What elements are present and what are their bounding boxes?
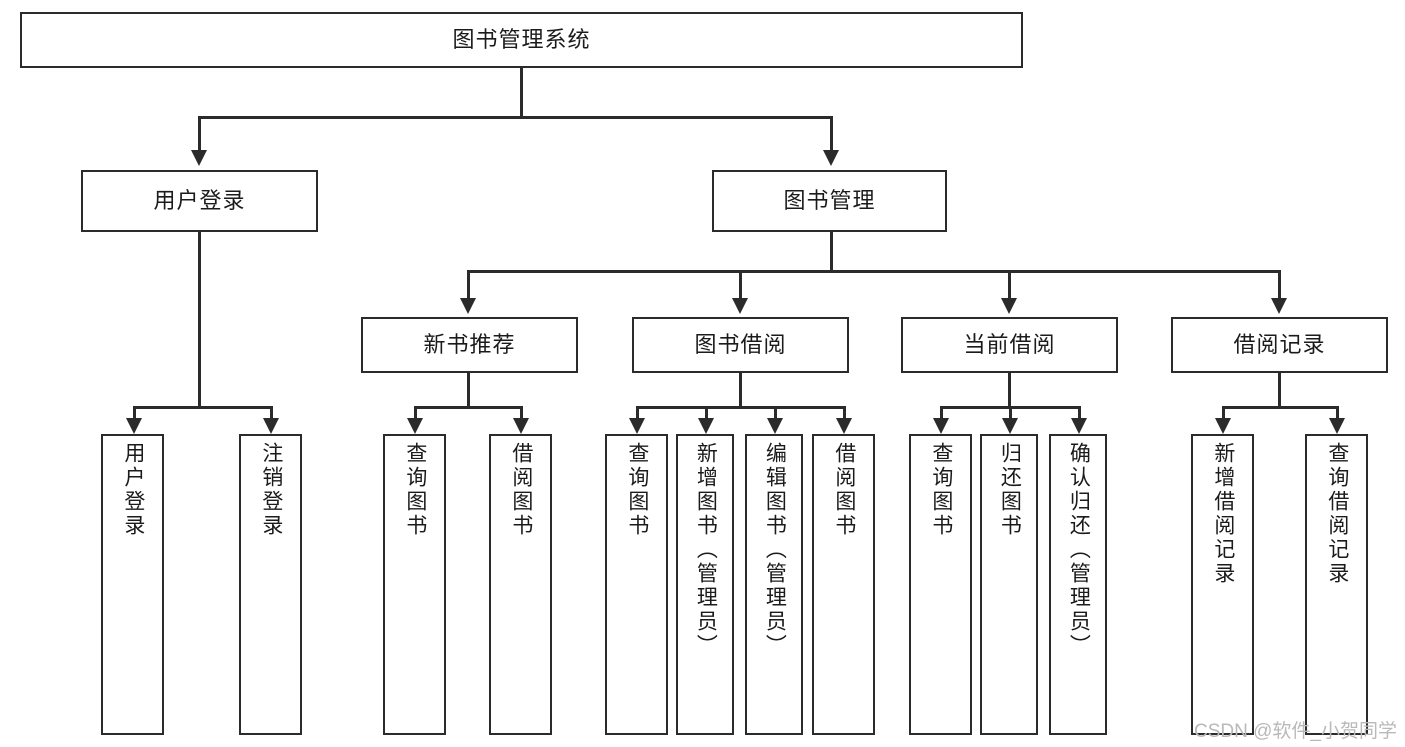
node-book-management[interactable]: 图书管理 — [712, 170, 947, 232]
arrow-br-leaf2 — [1329, 418, 1345, 434]
edge-book-borrow-bus — [636, 406, 845, 409]
node-label: 借阅记录 — [1233, 332, 1326, 358]
node-label: 图书管理 — [783, 188, 876, 214]
node-label: 新增借阅记录 — [1211, 442, 1235, 586]
arrow-cb-leaf2 — [1002, 418, 1018, 434]
arrow-to-book-management — [823, 150, 839, 166]
node-label: 图书借阅 — [694, 332, 787, 358]
leaf-query-book-3[interactable]: 查询图书 — [909, 434, 972, 735]
leaf-borrow-book-1[interactable]: 借阅图书 — [489, 434, 552, 735]
watermark-text: CSDN @软件_小贺同学 — [1194, 721, 1397, 742]
leaf-return-book[interactable]: 归还图书 — [980, 434, 1038, 735]
leaf-user-login[interactable]: 用户登录 — [101, 434, 164, 735]
node-current-borrow[interactable]: 当前借阅 — [901, 317, 1118, 373]
edge-user-login-stem — [198, 232, 201, 406]
edge-book-borrow-stem — [739, 373, 742, 406]
node-label: 借阅图书 — [832, 442, 856, 538]
edge-br-leaf1 — [1222, 406, 1225, 420]
edge-current-borrow-stem — [1008, 373, 1011, 406]
edge-user-login-bus — [133, 406, 270, 409]
edge-nbr-leaf2 — [520, 406, 523, 420]
edge-user-login-leaf1 — [133, 406, 136, 420]
edge-new-book-recommend-stem — [467, 373, 470, 406]
edge-user-login-leaf2 — [270, 406, 273, 420]
node-label: 当前借阅 — [963, 332, 1056, 358]
node-book-borrow[interactable]: 图书借阅 — [632, 317, 849, 373]
node-label: 查询借阅记录 — [1325, 442, 1349, 586]
node-root-system[interactable]: 图书管理系统 — [20, 12, 1023, 68]
edge-to-book-management — [830, 116, 833, 152]
arrow-to-book-borrow — [732, 298, 748, 314]
edge-br-leaf2 — [1336, 406, 1339, 420]
edge-bb-leaf1 — [636, 406, 639, 420]
leaf-borrow-book-2[interactable]: 借阅图书 — [812, 434, 875, 735]
node-user-login[interactable]: 用户登录 — [81, 170, 318, 232]
leaf-query-book-1[interactable]: 查询图书 — [383, 434, 446, 735]
edge-to-current-borrow — [1008, 270, 1011, 300]
edge-nbr-leaf1 — [414, 406, 417, 420]
arrow-bb-leaf2 — [698, 418, 714, 434]
node-label: 用户登录 — [153, 188, 246, 214]
edge-cb-leaf2 — [1009, 406, 1012, 420]
edge-bb-leaf2 — [705, 406, 708, 420]
arrow-bb-leaf1 — [629, 418, 645, 434]
leaf-add-book[interactable]: 新增图书（管理员） — [676, 434, 734, 735]
node-label: 确认归还（管理员） — [1067, 442, 1091, 658]
edge-level2-bus — [198, 116, 832, 119]
leaf-query-book-2[interactable]: 查询图书 — [605, 434, 668, 735]
edge-bb-leaf3 — [774, 406, 777, 420]
leaf-edit-book[interactable]: 编辑图书（管理员） — [745, 434, 803, 735]
edge-to-borrow-record — [1278, 270, 1281, 300]
edge-borrow-record-bus — [1222, 406, 1336, 409]
edge-book-management-stem — [830, 232, 833, 270]
node-label: 查询图书 — [625, 442, 649, 538]
arrow-nbr-leaf1 — [407, 418, 423, 434]
edge-cb-leaf3 — [1078, 406, 1081, 420]
arrow-to-borrow-record — [1271, 298, 1287, 314]
arrow-cb-leaf3 — [1071, 418, 1087, 434]
leaf-add-record[interactable]: 新增借阅记录 — [1191, 434, 1254, 735]
leaf-confirm-return[interactable]: 确认归还（管理员） — [1049, 434, 1107, 735]
arrow-nbr-leaf2 — [513, 418, 529, 434]
edge-to-new-book-recommend — [467, 270, 470, 300]
node-label: 归还图书 — [998, 442, 1022, 538]
leaf-query-record[interactable]: 查询借阅记录 — [1305, 434, 1368, 735]
node-label: 查询图书 — [929, 442, 953, 538]
edge-bb-leaf4 — [843, 406, 846, 420]
node-label: 图书管理系统 — [452, 27, 591, 53]
edge-to-user-login — [198, 116, 201, 152]
node-label: 用户登录 — [121, 442, 145, 538]
edge-to-book-borrow — [739, 270, 742, 300]
node-label: 查询图书 — [403, 442, 427, 538]
node-label: 注销登录 — [259, 442, 283, 538]
edge-root-stem — [520, 68, 523, 116]
arrow-user-login-leaf1 — [126, 418, 142, 434]
node-label: 新增图书（管理员） — [694, 442, 718, 658]
arrow-to-new-book-recommend — [460, 298, 476, 314]
arrow-user-login-leaf2 — [263, 418, 279, 434]
node-borrow-record[interactable]: 借阅记录 — [1171, 317, 1388, 373]
leaf-logout[interactable]: 注销登录 — [239, 434, 302, 735]
arrow-to-current-borrow — [1001, 298, 1017, 314]
node-label: 编辑图书（管理员） — [763, 442, 787, 658]
edge-level3-bus — [467, 270, 1281, 273]
edge-borrow-record-stem — [1278, 373, 1281, 406]
node-label: 新书推荐 — [423, 332, 516, 358]
node-label: 借阅图书 — [509, 442, 533, 538]
arrow-cb-leaf1 — [933, 418, 949, 434]
edge-new-book-recommend-bus — [414, 406, 520, 409]
arrow-bb-leaf3 — [767, 418, 783, 434]
arrow-to-user-login — [191, 150, 207, 166]
edge-cb-leaf1 — [940, 406, 943, 420]
node-new-book-recommend[interactable]: 新书推荐 — [361, 317, 578, 373]
arrow-br-leaf1 — [1215, 418, 1231, 434]
arrow-bb-leaf4 — [836, 418, 852, 434]
